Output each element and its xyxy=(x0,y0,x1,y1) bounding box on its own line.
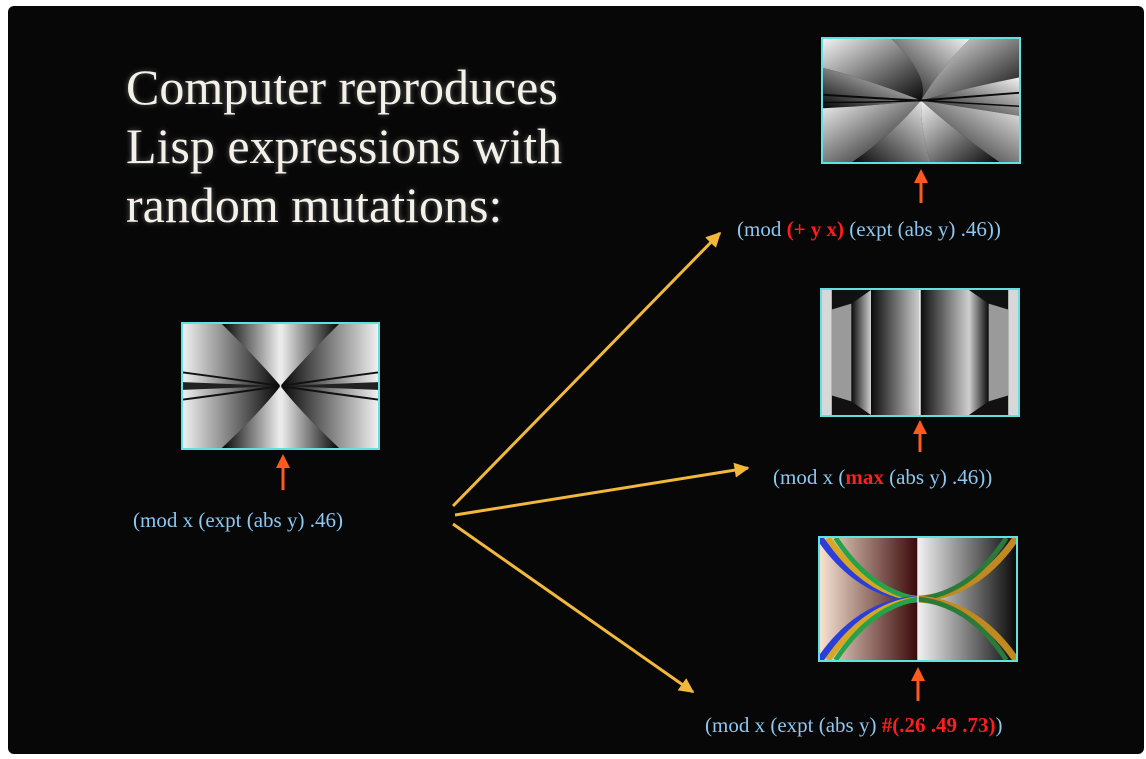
title-line-2: Lisp expressions with xyxy=(126,118,563,174)
branch-arrow-2 xyxy=(454,462,750,517)
mutation-highlight: (+ y x) xyxy=(786,217,845,241)
pointer-arrow-child-1 xyxy=(914,169,928,203)
expression-prefix: (mod x ( xyxy=(773,465,846,489)
expression-suffix: (expt (abs y) .46)) xyxy=(844,217,1001,241)
child-image-2 xyxy=(820,288,1020,417)
title-line-3: random mutations: xyxy=(126,177,503,233)
pointer-arrow-parent xyxy=(276,454,290,490)
child-expression-1: (mod (+ y x) (expt (abs y) .46)) xyxy=(737,217,1001,241)
slide-title: Computer reproduces Lisp expressions wit… xyxy=(126,58,562,235)
title-line-1: Computer reproduces xyxy=(126,59,558,115)
parent-image xyxy=(181,322,380,450)
pointer-arrow-child-2 xyxy=(913,420,927,452)
child-expression-3: (mod x (expt (abs y) #(.26 .49 .73)) xyxy=(705,713,1002,737)
child-image-3 xyxy=(818,536,1018,662)
expression-prefix: (mod x (expt (abs y) xyxy=(705,713,882,737)
child-expression-2: (mod x (max (abs y) .46)) xyxy=(773,465,992,489)
child-image-1 xyxy=(821,37,1021,164)
arrows-layer xyxy=(276,169,928,701)
mutation-highlight: max xyxy=(845,465,884,489)
expression-suffix: (abs y) .46)) xyxy=(883,465,993,489)
slide: Computer reproduces Lisp expressions wit… xyxy=(8,6,1144,754)
branch-arrow-3 xyxy=(452,522,695,694)
parent-expression: (mod x (expt (abs y) .46) xyxy=(133,508,343,532)
pointer-arrow-child-3 xyxy=(911,667,925,701)
parent-expression-text: (mod x (expt (abs y) .46) xyxy=(133,508,343,532)
mutation-highlight: #(.26 .49 .73) xyxy=(881,713,996,737)
branch-arrow-1 xyxy=(451,231,722,508)
expression-prefix: (mod xyxy=(737,217,787,241)
expression-suffix: ) xyxy=(995,713,1003,737)
